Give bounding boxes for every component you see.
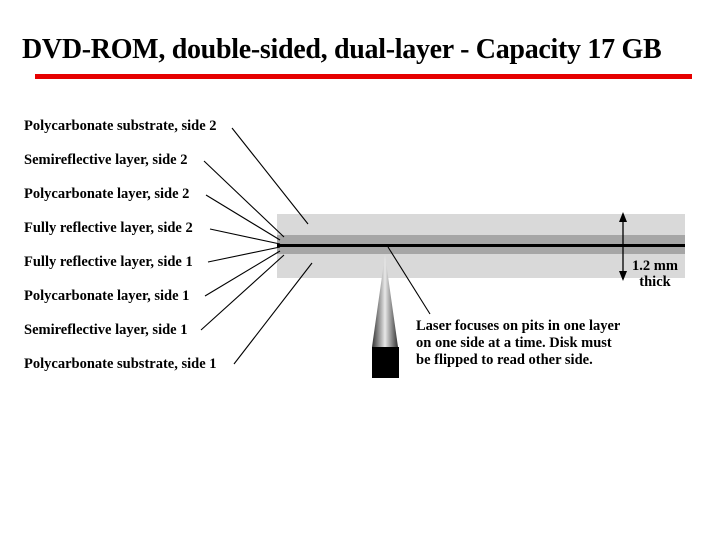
label-substrate-side-2: Polycarbonate substrate, side 2 bbox=[24, 118, 217, 134]
fully-reflective-line bbox=[277, 244, 685, 247]
semireflective-band-side-1 bbox=[277, 247, 685, 254]
label-fully-reflective-side-2: Fully reflective layer, side 2 bbox=[24, 220, 193, 236]
label-semireflective-side-2: Semireflective layer, side 2 bbox=[24, 152, 188, 168]
leader-lines bbox=[200, 127, 313, 365]
laser-note: Laser focuses on pits in one layer on on… bbox=[416, 318, 656, 369]
laser-emitter bbox=[372, 255, 399, 378]
substrate-side-2 bbox=[277, 214, 685, 235]
thickness-arrow bbox=[619, 212, 627, 281]
label-semireflective-side-1: Semireflective layer, side 1 bbox=[24, 322, 188, 338]
title-underline bbox=[35, 74, 692, 79]
substrate-side-1 bbox=[277, 254, 685, 278]
laser-note-line-2: on one side at a time. Disk must bbox=[416, 335, 612, 351]
laser-note-pointer bbox=[387, 246, 431, 315]
thickness-label: 1.2 mm thick bbox=[622, 258, 688, 290]
semireflective-band-side-2 bbox=[277, 235, 685, 244]
laser-note-line-1: Laser focuses on pits in one layer bbox=[416, 318, 621, 334]
label-polycarbonate-side-1: Polycarbonate layer, side 1 bbox=[24, 288, 190, 304]
thickness-unit: thick bbox=[639, 274, 671, 290]
slide-title: DVD-ROM, double-sided, dual-layer - Capa… bbox=[22, 34, 662, 65]
label-polycarbonate-side-2: Polycarbonate layer, side 2 bbox=[24, 186, 190, 202]
thickness-value: 1.2 mm bbox=[632, 258, 678, 274]
label-fully-reflective-side-1: Fully reflective layer, side 1 bbox=[24, 254, 193, 270]
label-substrate-side-1: Polycarbonate substrate, side 1 bbox=[24, 356, 217, 372]
laser-note-line-3: be flipped to read other side. bbox=[416, 352, 593, 368]
